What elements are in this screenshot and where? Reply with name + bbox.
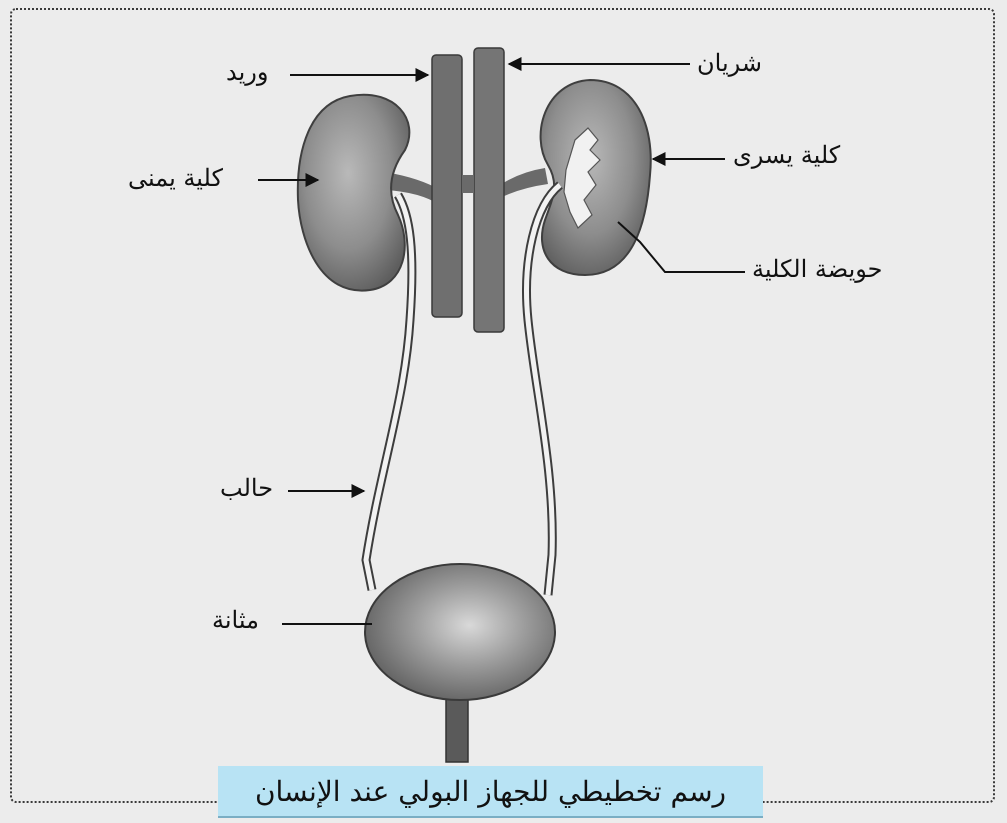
label-artery: شريان: [697, 49, 762, 77]
artery-vessel: [474, 48, 504, 332]
label-bladder: مثانة: [212, 606, 259, 634]
label-ureter: حالب: [220, 474, 273, 502]
renal-vessel-left: [500, 168, 548, 198]
label-vein: وريد: [226, 58, 268, 86]
label-renal-pelvis: حويضة الكلية: [752, 255, 883, 283]
label-right-kidney: كلية يمنى: [128, 164, 223, 192]
diagram-caption: رسم تخطيطي للجهاز البولي عند الإنسان: [218, 766, 763, 818]
bladder-organ: [365, 564, 555, 700]
label-left-kidney: كلية يسرى: [733, 141, 840, 169]
right-kidney: [298, 95, 410, 291]
left-kidney: [541, 80, 651, 275]
vein-vessel: [432, 55, 462, 317]
